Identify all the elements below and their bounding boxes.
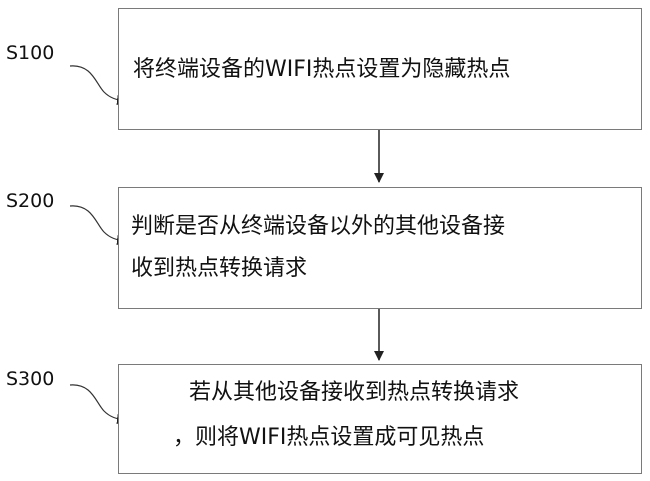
- step-box-s200: 判断是否从终端设备以外的其他设备接 收到热点转换请求: [118, 187, 642, 309]
- step-text-s100-line1: 将终端设备的WIFI热点设置为隐藏热点: [133, 52, 510, 88]
- step-text-s200-line2: 收到热点转换请求: [131, 251, 307, 287]
- step-text-s200-line1: 判断是否从终端设备以外的其他设备接: [131, 209, 505, 245]
- step-box-s100: 将终端设备的WIFI热点设置为隐藏热点: [118, 8, 642, 130]
- step-text-s300-line1: 若从其他设备接收到热点转换请求: [189, 375, 519, 411]
- step-box-s300: 若从其他设备接收到热点转换请求 ，则将WIFI热点设置成可见热点: [118, 364, 642, 474]
- step-label-s200: S200: [6, 190, 54, 212]
- step-text-s300-line2: ，则将WIFI热点设置成可见热点: [173, 420, 484, 456]
- step-label-s300: S300: [6, 368, 54, 390]
- step-label-s100: S100: [6, 42, 54, 64]
